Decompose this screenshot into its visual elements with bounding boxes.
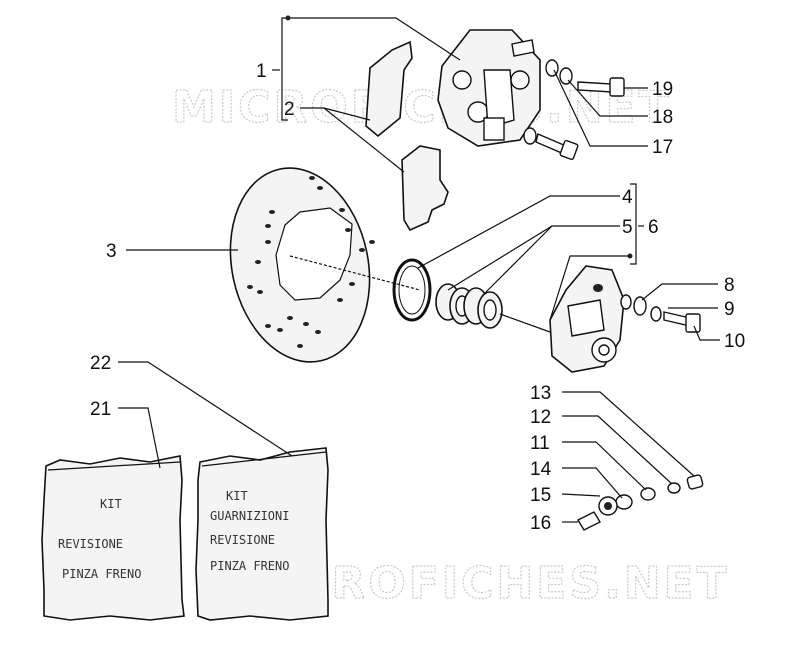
callout-22: 22	[90, 353, 111, 374]
callout-labels: 1 2 3 4 5 6 8 9 10 11 12 13 14 15 16 17 …	[90, 61, 745, 534]
brake-caliper-upper	[437, 29, 541, 147]
needle-bearing-right	[463, 287, 503, 329]
kit-bag-left: KIT REVISIONE PINZA FRENO	[41, 455, 185, 621]
callout-1: 1	[256, 61, 267, 82]
callout-2: 2	[284, 99, 295, 120]
kit-right-line4: PINZA FRENO	[210, 559, 289, 573]
callout-5: 5	[622, 217, 633, 238]
callout-8: 8	[724, 275, 735, 296]
disc-hub-opening	[275, 207, 353, 301]
kit-left-line3: PINZA FRENO	[62, 567, 141, 581]
needle-bearing-left	[435, 283, 475, 325]
kit-left-line1: KIT	[100, 497, 122, 511]
kit-left-line2: REVISIONE	[58, 537, 123, 551]
callout-16: 16	[530, 513, 551, 534]
callout-11: 11	[530, 433, 550, 454]
kit-right-line3: REVISIONE	[210, 533, 275, 547]
callout-15: 15	[530, 485, 551, 506]
callout-3: 3	[106, 241, 117, 262]
brake-disc	[229, 167, 375, 363]
brake-caliper-lower	[549, 265, 625, 373]
callout-6: 6	[648, 217, 659, 238]
callout-12: 12	[530, 407, 551, 428]
brake-pad-upper	[365, 40, 413, 138]
bleed-screw-assembly	[545, 59, 625, 97]
caliper-bolt-lower	[523, 127, 579, 161]
kit-right-line1: KIT	[226, 489, 248, 503]
callout-17: 17	[652, 137, 673, 158]
brake-pad-lower	[401, 145, 449, 232]
kit-bag-right: KIT GUARNIZIONI REVISIONE PINZA FRENO	[195, 447, 329, 621]
callout-4: 4	[622, 187, 633, 208]
callout-14: 14	[530, 459, 552, 480]
carrier-bolt-assembly	[620, 294, 701, 333]
small-hardware-set	[577, 474, 704, 531]
callout-21: 21	[90, 399, 111, 420]
snap-ring	[392, 258, 432, 322]
callout-19: 19	[652, 79, 673, 100]
callout-9: 9	[724, 299, 735, 320]
kit-right-line2: GUARNIZIONI	[210, 509, 289, 523]
callout-10: 10	[724, 331, 745, 352]
callout-13: 13	[530, 383, 551, 404]
leader-lines	[118, 15, 720, 523]
callout-18: 18	[652, 107, 673, 128]
disc-vent-holes	[247, 176, 375, 348]
